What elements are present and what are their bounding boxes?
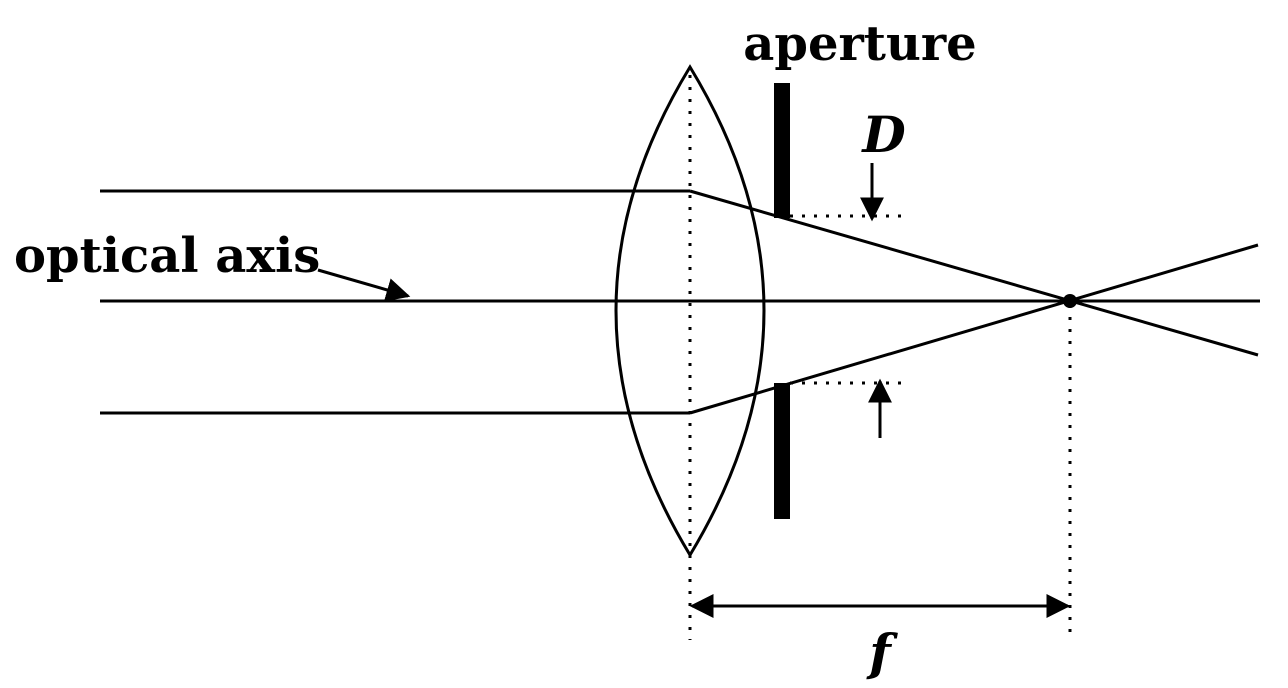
aperture-lower-bar — [774, 383, 790, 519]
convex-lens — [614, 64, 766, 558]
aperture-upper-bar — [774, 83, 790, 218]
diameter-label: D — [860, 105, 905, 164]
upper-refracted-ray — [689, 189, 1259, 357]
optical-axis-pointer-arrow — [317, 268, 411, 302]
aperture-label: aperture — [743, 16, 976, 72]
optical-axis-label: optical axis — [14, 228, 320, 284]
focal-point — [1063, 294, 1077, 308]
focal-length-label: f — [866, 623, 898, 682]
